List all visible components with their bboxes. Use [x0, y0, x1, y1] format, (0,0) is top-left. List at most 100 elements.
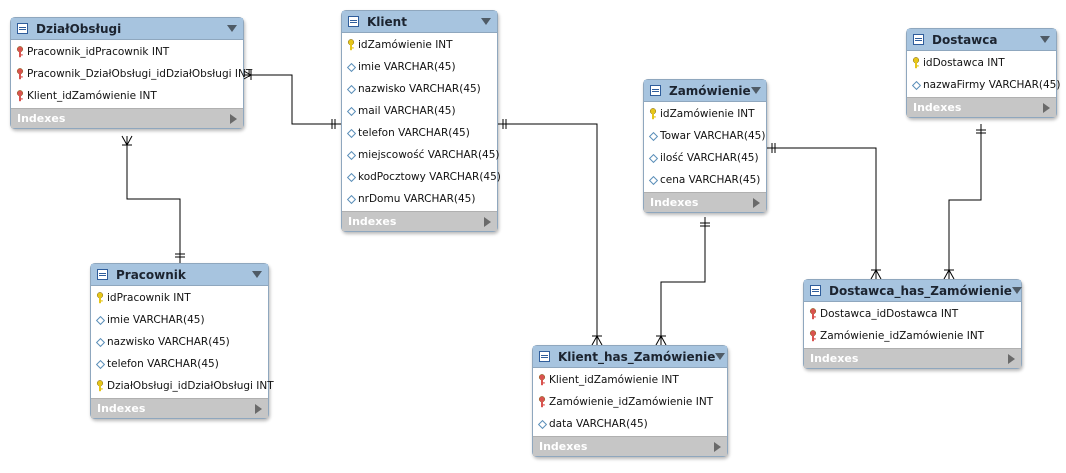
diamond-icon: [648, 130, 658, 142]
column-row[interactable]: idZamówienie INT: [644, 103, 766, 125]
column-row[interactable]: DziałObsługi_idDziałObsługi INT: [91, 375, 274, 397]
relationship-line[interactable]: [242, 74, 341, 125]
column-row[interactable]: Pracownik_idPracownik INT: [11, 41, 243, 63]
indexes-section[interactable]: Indexes: [342, 211, 497, 231]
relationship-klient-khz[interactable]: [497, 119, 603, 346]
chevron-right-icon[interactable]: [753, 197, 760, 208]
column-row[interactable]: telefon VARCHAR(45): [91, 353, 268, 375]
chevron-down-icon[interactable]: [227, 25, 237, 32]
foreign-key-icon: [15, 90, 25, 102]
column-text: Klient_idZamówienie INT: [27, 90, 157, 102]
one-bar-icon: [502, 119, 507, 129]
chevron-down-icon[interactable]: [481, 18, 491, 25]
chevron-right-icon[interactable]: [714, 441, 721, 452]
chevron-right-icon[interactable]: [230, 113, 237, 124]
column-row[interactable]: ilość VARCHAR(45): [644, 147, 766, 169]
column-row[interactable]: kodPocztowy VARCHAR(45): [342, 166, 501, 188]
table-icon: [97, 269, 108, 280]
chevron-down-icon[interactable]: [715, 353, 726, 360]
relationship-line[interactable]: [126, 136, 181, 263]
relationship-dzial-pracownik[interactable]: [121, 135, 185, 263]
column-row[interactable]: telefon VARCHAR(45): [342, 122, 497, 144]
column-row[interactable]: Zamówienie_idZamówienie INT: [533, 391, 727, 413]
relationship-zamowienie-dhz[interactable]: [766, 143, 882, 280]
chevron-down-icon[interactable]: [1040, 36, 1050, 43]
chevron-right-icon[interactable]: [255, 403, 262, 414]
chevron-down-icon[interactable]: [750, 87, 761, 94]
relationship-line[interactable]: [766, 147, 877, 279]
table-header[interactable]: Dostawca_has_Zamówienie: [804, 280, 1022, 302]
column-row[interactable]: nrDomu VARCHAR(45): [342, 188, 497, 210]
column-row[interactable]: Dostawca_idDostawca INT: [804, 303, 1021, 325]
foreign-key-icon: [15, 46, 25, 58]
column-row[interactable]: Zamówienie_idZamówienie INT: [804, 325, 1021, 347]
table-icon: [810, 285, 821, 296]
foreign-key-icon: [537, 374, 547, 386]
column-row[interactable]: idPracownik INT: [91, 287, 268, 309]
indexes-section[interactable]: Indexes: [533, 436, 727, 456]
indexes-label: Indexes: [348, 215, 397, 228]
column-list: idZamówienie INT imie VARCHAR(45)nazwisko…: [342, 33, 501, 211]
column-row[interactable]: nazwisko VARCHAR(45): [342, 78, 497, 100]
diamond-icon: [346, 83, 356, 95]
column-row[interactable]: idZamówienie INT: [342, 34, 497, 56]
table-header[interactable]: Dostawca: [907, 29, 1056, 51]
chevron-down-icon[interactable]: [1011, 287, 1022, 294]
foreign-key-icon: [537, 396, 547, 408]
relationship-dostawca-dhz[interactable]: [943, 124, 986, 280]
relationship-dzial-klient[interactable]: [241, 69, 341, 129]
relationship-line[interactable]: [660, 217, 706, 345]
table-header[interactable]: Zamówienie: [644, 80, 766, 102]
table-klient[interactable]: Klient idZamówienie INT imie VARCHAR(45)na…: [341, 10, 501, 232]
indexes-label: Indexes: [650, 196, 699, 209]
column-row[interactable]: mail VARCHAR(45): [342, 100, 497, 122]
column-row[interactable]: imie VARCHAR(45): [91, 309, 268, 331]
indexes-label: Indexes: [17, 112, 66, 125]
table-name: Dostawca: [932, 32, 998, 47]
relationship-zamowienie-khz[interactable]: [655, 217, 710, 346]
column-text: telefon VARCHAR(45): [358, 127, 470, 139]
table-header[interactable]: Klient: [342, 11, 497, 33]
indexes-section[interactable]: Indexes: [91, 398, 268, 418]
column-row[interactable]: cena VARCHAR(45): [644, 169, 766, 191]
column-text: nrDomu VARCHAR(45): [358, 193, 476, 205]
column-text: data VARCHAR(45): [549, 418, 648, 430]
column-row[interactable]: data VARCHAR(45): [533, 413, 727, 435]
column-row[interactable]: idDostawca INT: [907, 52, 1056, 74]
column-row[interactable]: Klient_idZamówienie INT: [533, 369, 727, 391]
relationship-line[interactable]: [948, 124, 982, 279]
chevron-right-icon[interactable]: [1043, 102, 1050, 113]
indexes-section[interactable]: Indexes: [804, 348, 1021, 368]
table-header[interactable]: DziałObsługi: [11, 18, 243, 40]
chevron-down-icon[interactable]: [252, 271, 262, 278]
indexes-section[interactable]: Indexes: [644, 192, 766, 212]
one-bar-icon: [175, 253, 185, 258]
table-header[interactable]: Klient_has_Zamówienie: [533, 346, 727, 368]
foreign-key-icon: [808, 330, 818, 342]
chevron-right-icon[interactable]: [484, 216, 491, 227]
table-header[interactable]: Pracownik: [91, 264, 268, 286]
relationship-line[interactable]: [497, 123, 598, 345]
column-row[interactable]: Towar VARCHAR(45): [644, 125, 766, 147]
column-row[interactable]: Klient_idZamówienie INT: [11, 85, 243, 107]
column-row[interactable]: imie VARCHAR(45): [342, 56, 497, 78]
indexes-section[interactable]: Indexes: [11, 108, 243, 128]
column-row[interactable]: Pracownik_DziałObsługi_idDziałObsługi IN…: [11, 63, 252, 85]
diamond-icon: [911, 79, 921, 91]
chevron-right-icon[interactable]: [1008, 353, 1015, 364]
one-bar-icon: [331, 119, 336, 129]
diamond-icon: [95, 358, 105, 370]
column-row[interactable]: nazwaFirmy VARCHAR(45): [907, 74, 1060, 96]
indexes-section[interactable]: Indexes: [907, 97, 1056, 117]
column-row[interactable]: nazwisko VARCHAR(45): [91, 331, 268, 353]
column-row[interactable]: miejscowość VARCHAR(45): [342, 144, 500, 166]
column-text: idZamówienie INT: [358, 39, 453, 51]
